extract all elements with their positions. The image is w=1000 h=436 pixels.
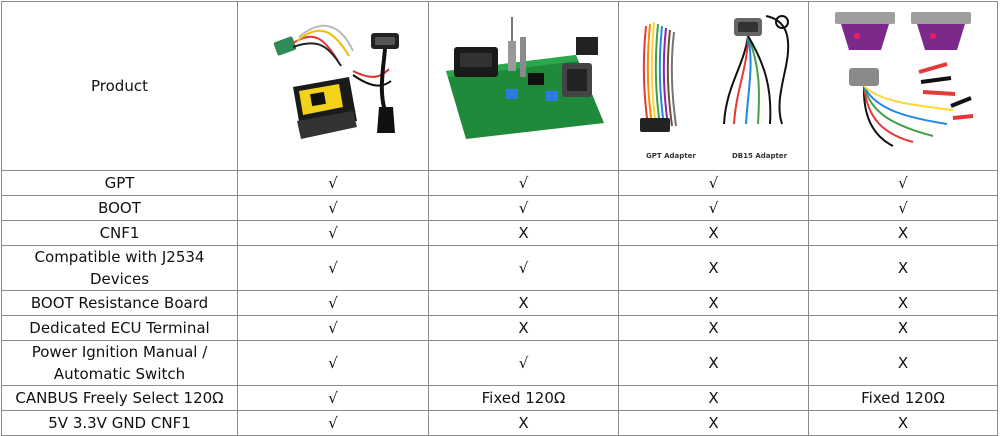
cell-value: √ (237, 410, 429, 436)
cell-value: X (808, 315, 998, 341)
product-image-cell-2 (428, 1, 619, 171)
table-row: BOOT √ √ √ √ (1, 195, 998, 221)
row-label: 5V 3.3V GND CNF1 (1, 410, 238, 436)
row-label: BOOT (1, 195, 238, 221)
product-image-row: Product (1, 1, 998, 171)
cell-value: X (618, 220, 809, 246)
cell-value: √ (618, 170, 809, 196)
table-row: 5V 3.3V GND CNF1 √ X X X (1, 410, 998, 436)
row-label: Power Ignition Manual / Automatic Switch (1, 340, 238, 386)
cell-value: √ (618, 195, 809, 221)
cell-value: X (618, 385, 809, 411)
gpt-adapter-caption: GPT Adapter (646, 152, 696, 160)
table-row: GPT √ √ √ √ (1, 170, 998, 196)
cell-value: √ (237, 290, 429, 316)
cell-value: X (808, 290, 998, 316)
cell-value: X (808, 410, 998, 436)
cell-value: √ (237, 340, 429, 386)
cell-value: √ (428, 340, 619, 386)
cell-value: X (618, 290, 809, 316)
cell-value: X (618, 410, 809, 436)
cell-value: Fixed 120Ω (808, 385, 998, 411)
product-image-cell-1 (237, 1, 429, 171)
cell-value: √ (237, 195, 429, 221)
cell-value: X (428, 315, 619, 341)
table-row: CNF1 √ X X X (1, 220, 998, 246)
cell-value: √ (237, 315, 429, 341)
table-row: Compatible with J2534 Devices √ √ X X (1, 245, 998, 291)
row-label: BOOT Resistance Board (1, 290, 238, 316)
cell-value: X (428, 410, 619, 436)
row-label: GPT (1, 170, 238, 196)
cell-value: Fixed 120Ω (428, 385, 619, 411)
table-row: Power Ignition Manual / Automatic Switch… (1, 340, 998, 386)
cell-value: √ (237, 385, 429, 411)
cell-value: X (618, 340, 809, 386)
adapter-cables-with-clips-image (835, 12, 974, 147)
cell-value: √ (428, 170, 619, 196)
cell-value: X (428, 290, 619, 316)
table-row: CANBUS Freely Select 120Ω √ Fixed 120Ω X… (1, 385, 998, 411)
cell-value: X (808, 245, 998, 291)
row-label: Dedicated ECU Terminal (1, 315, 238, 341)
product-image-cell-3: GPT Adapter DB15 Adapter (618, 1, 809, 171)
cell-value: √ (808, 170, 998, 196)
row-label: CANBUS Freely Select 120Ω (1, 385, 238, 411)
cell-value: √ (237, 245, 429, 291)
product-header-cell: Product (1, 1, 238, 171)
gpt-and-db15-adapter-cables-image: GPT Adapter DB15 Adapter (639, 15, 789, 160)
cell-value: √ (808, 195, 998, 221)
boot-green-circuit-board-image (446, 17, 604, 139)
cell-value: X (618, 245, 809, 291)
db15-adapter-caption: DB15 Adapter (732, 152, 788, 160)
cell-value: X (808, 220, 998, 246)
product-image-cell-4 (808, 1, 998, 171)
cell-value: X (808, 340, 998, 386)
cell-value: √ (237, 170, 429, 196)
cell-value: X (428, 220, 619, 246)
gpt-device-kit-image (273, 24, 399, 139)
cell-value: √ (237, 220, 429, 246)
table-row: Dedicated ECU Terminal √ X X X (1, 315, 998, 341)
row-label: CNF1 (1, 220, 238, 246)
table-row: BOOT Resistance Board √ X X X (1, 290, 998, 316)
cell-value: X (618, 315, 809, 341)
cell-value: √ (428, 195, 619, 221)
cell-value: √ (428, 245, 619, 291)
row-label: Compatible with J2534 Devices (1, 245, 238, 291)
product-header-label: Product (91, 77, 148, 95)
